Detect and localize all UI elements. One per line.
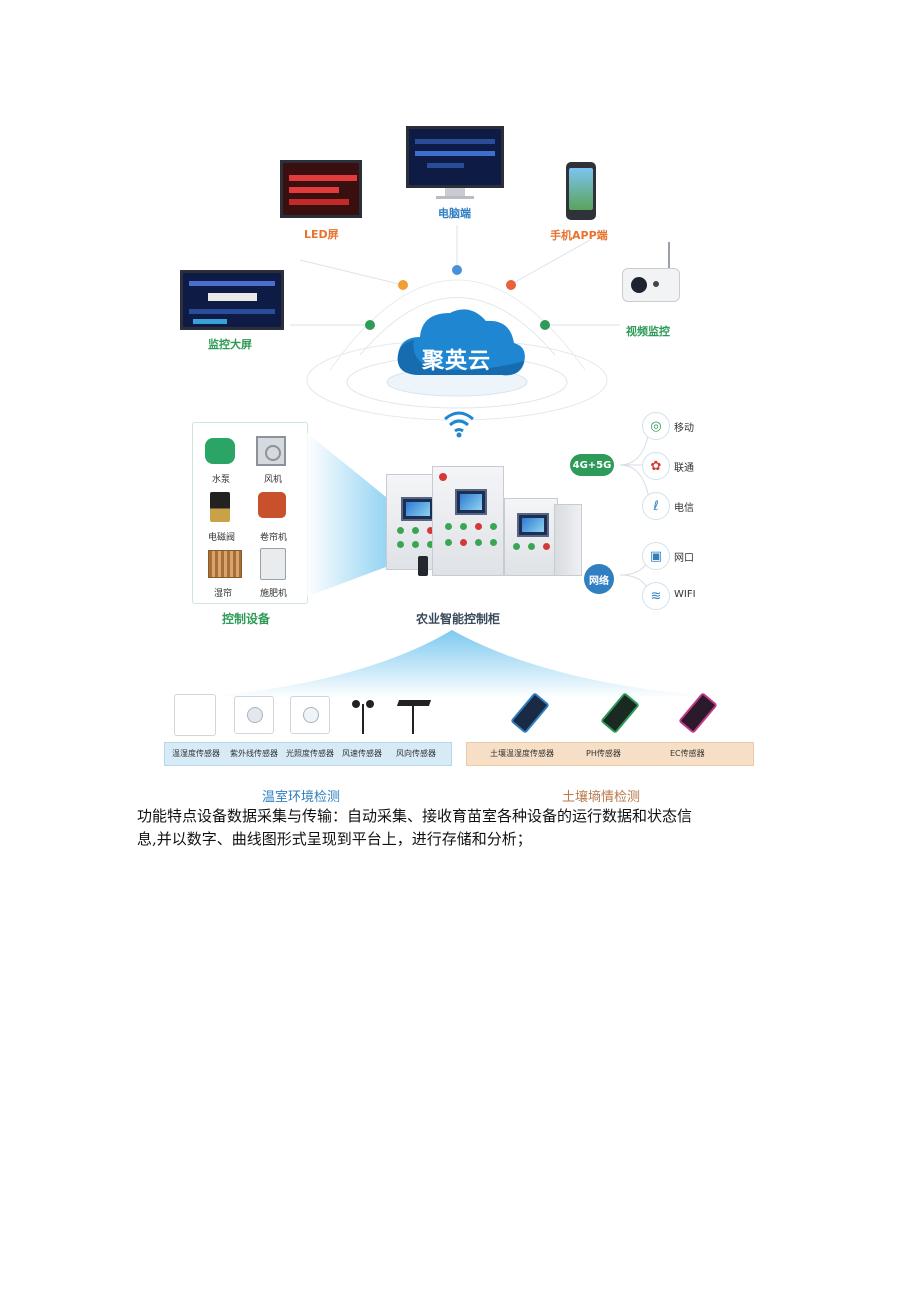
soil-sensor-label-1: 土壤温湿度传感器 [490,749,554,758]
wired-badge: 网络 [584,564,614,594]
paragraph-line-1: 功能特点设备数据采集与传输：自动采集、接收育苗室各种设备的运行数据和状态信 [137,807,693,825]
beam-to-sensors [190,630,730,698]
device-label-3: 电磁阀 [208,533,236,543]
device-label-4: 卷帘机 [260,533,288,543]
cabinet-center [432,466,504,576]
soil-sensor-label-3: EC传感器 [670,749,705,758]
wifi-icon [444,411,474,438]
env-sensor-tray [164,742,452,766]
env-sensor-label-3: 光照度传感器 [286,749,334,758]
fertilizer-machine-icon [260,548,286,580]
node-dot-app [506,280,516,290]
control-devices-title: 控制设备 [222,612,271,626]
cellular-badge: 4G+5G [570,454,614,476]
system-diagram: 电脑端 LED屏 手机APP端 监控大屏 视频监控 聚英云 [160,120,760,805]
cabinet-label: 农业智能控制柜 [416,612,501,626]
node-dot-pc [452,265,462,275]
ethernet-port-icon: ▣ [642,542,670,570]
env-sensor-label-1: 温湿度传感器 [172,749,220,758]
temp-humidity-sensor-image [174,694,216,736]
wind-vane-image [394,696,434,734]
cloud-icon [397,309,525,376]
carrier-label-mobile: 移动 [674,423,694,434]
cabinet-sensor-probe [418,556,428,576]
anemometer-image [350,698,376,734]
soil-sensor-tray [466,742,754,766]
beam-to-cabinet [306,432,386,597]
wired-badge-label: 网络 [589,575,609,587]
pump-icon [205,438,235,464]
big-screen-image [180,270,284,330]
caption-soil: 土壤墒情检测 [562,790,641,805]
caption-env: 温室环境检测 [262,790,341,805]
node-dot-led [398,280,408,290]
env-sensor-label-4: 风速传感器 [342,749,382,758]
china-telecom-icon: ℓ [642,492,670,520]
body-paragraph: 功能特点设备数据采集与传输：自动采集、接收育苗室各种设备的运行数据和状态信 息,… [137,805,787,851]
pc-stand [445,188,465,196]
label-pc: 电脑端 [438,207,471,220]
pc-monitor-image [406,126,504,188]
uv-sensor-image [234,696,274,734]
roller-motor-icon [258,492,286,518]
cellular-badge-label: 4G+5G [572,459,612,471]
led-screen-image [280,160,362,218]
cabinet-door [554,504,582,576]
soil-sensor-label-2: PH传感器 [586,749,621,758]
wifi-small-icon: ≋ [642,582,670,610]
camera-image [622,268,680,302]
env-sensor-label-5: 风向传感器 [396,749,436,758]
camera-antenna-icon [668,242,670,268]
light-sensor-image [290,696,330,734]
device-label-1: 水泵 [212,475,231,485]
solenoid-valve-icon [210,492,230,522]
device-label-6: 施肥机 [260,589,288,599]
label-big-screen: 监控大屏 [208,338,252,351]
carrier-label-unicom: 联通 [674,463,694,474]
label-led: LED屏 [304,228,339,241]
label-video: 视频监控 [626,325,670,338]
env-sensor-label-2: 紫外线传感器 [230,749,278,758]
node-dot-bigscreen [365,320,375,330]
device-label-5: 湿帘 [214,589,233,599]
label-app: 手机APP端 [550,229,608,242]
wired-label-wifi: WIFI [674,589,696,600]
wired-label-port: 网口 [674,553,694,564]
paragraph-line-2: 息,并以数字、曲线图形式呈现到平台上，进行存储和分析； [137,830,532,848]
phone-image [566,162,596,220]
fan-icon [256,436,286,466]
wet-curtain-icon [208,550,242,578]
carrier-label-telecom: 电信 [674,503,694,514]
node-dot-video [540,320,550,330]
cloud-label: 聚英云 [422,349,492,374]
china-unicom-icon: ✿ [642,452,670,480]
pc-base [436,196,474,199]
cabinet-right [504,498,558,576]
china-mobile-icon: ◎ [642,412,670,440]
device-label-2: 风机 [264,475,283,485]
